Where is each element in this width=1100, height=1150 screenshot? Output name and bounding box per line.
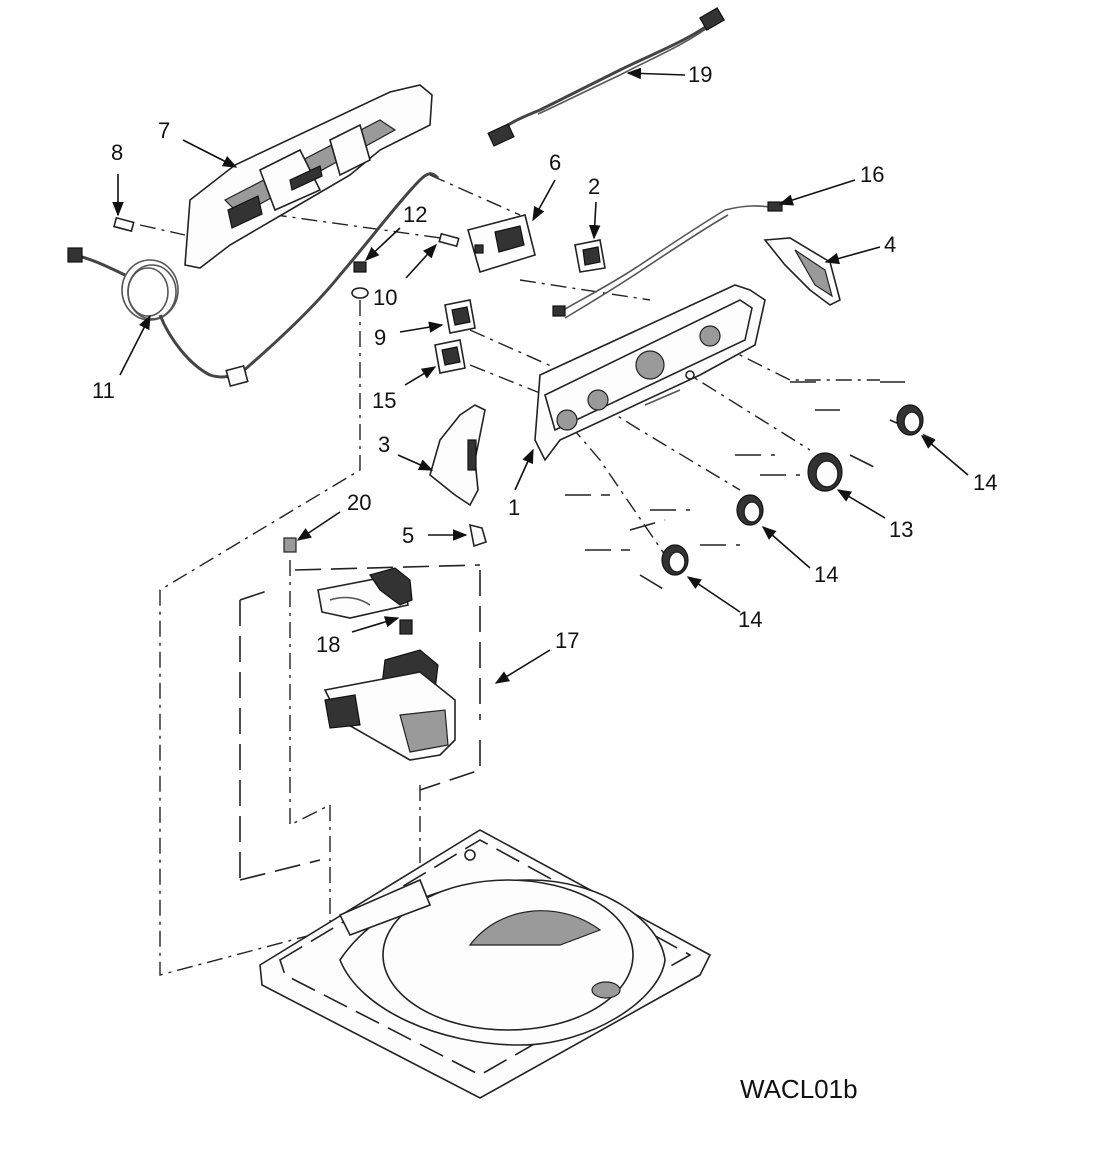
callout-8: 8 [111, 140, 123, 165]
callout-13: 13 [889, 517, 913, 542]
callout-17: 17 [555, 628, 579, 653]
callout-14-middle: 14 [814, 562, 838, 587]
end-cap-right-4 [763, 237, 841, 306]
callout-14-right: 14 [973, 470, 997, 495]
screw-20 [283, 537, 297, 553]
diagram-code: WACL01b [740, 1074, 858, 1104]
rear-console-panel [184, 84, 433, 269]
knob-14-left [661, 544, 689, 576]
wire-harness-16 [552, 201, 783, 319]
clip-5 [468, 523, 487, 548]
screw-8 [113, 216, 135, 233]
knob-13 [807, 452, 843, 492]
callout-11: 11 [92, 378, 115, 403]
callout-14-left: 14 [738, 607, 762, 632]
cabinet-top-base [259, 829, 712, 1099]
control-console-1 [534, 284, 766, 462]
callout-9: 9 [374, 325, 386, 350]
callout-15: 15 [372, 388, 396, 413]
callout-12: 12 [403, 202, 427, 227]
callout-2: 2 [588, 174, 600, 199]
callout-1: 1 [508, 495, 520, 520]
control-board-6 [467, 214, 536, 274]
callout-5: 5 [402, 523, 414, 548]
dispenser-assembly-17 [323, 649, 456, 761]
leader-arrows [112, 67, 969, 684]
ground-screw-12 [351, 261, 369, 299]
callout-3: 3 [378, 432, 390, 457]
knob-14-right [896, 404, 924, 436]
valve-assembly-18 [317, 567, 413, 635]
callout-20: 20 [347, 490, 371, 515]
wire-harness-19 [487, 7, 725, 147]
end-cap-left-3 [429, 404, 486, 507]
callout-7: 7 [158, 118, 170, 143]
callout-labels: 7 8 12 10 11 19 6 2 16 4 9 15 3 1 5 14 1… [92, 62, 997, 1104]
callout-19: 19 [688, 62, 712, 87]
callout-18: 18 [316, 632, 340, 657]
knob-14-middle [736, 494, 764, 526]
callout-6: 6 [549, 150, 561, 175]
switch-2 [574, 239, 606, 273]
callout-16: 16 [860, 162, 884, 187]
callout-10: 10 [373, 285, 397, 310]
switch-15 [434, 339, 466, 374]
screw-10 [438, 232, 460, 248]
callout-4: 4 [884, 232, 896, 257]
switch-9 [444, 299, 476, 334]
